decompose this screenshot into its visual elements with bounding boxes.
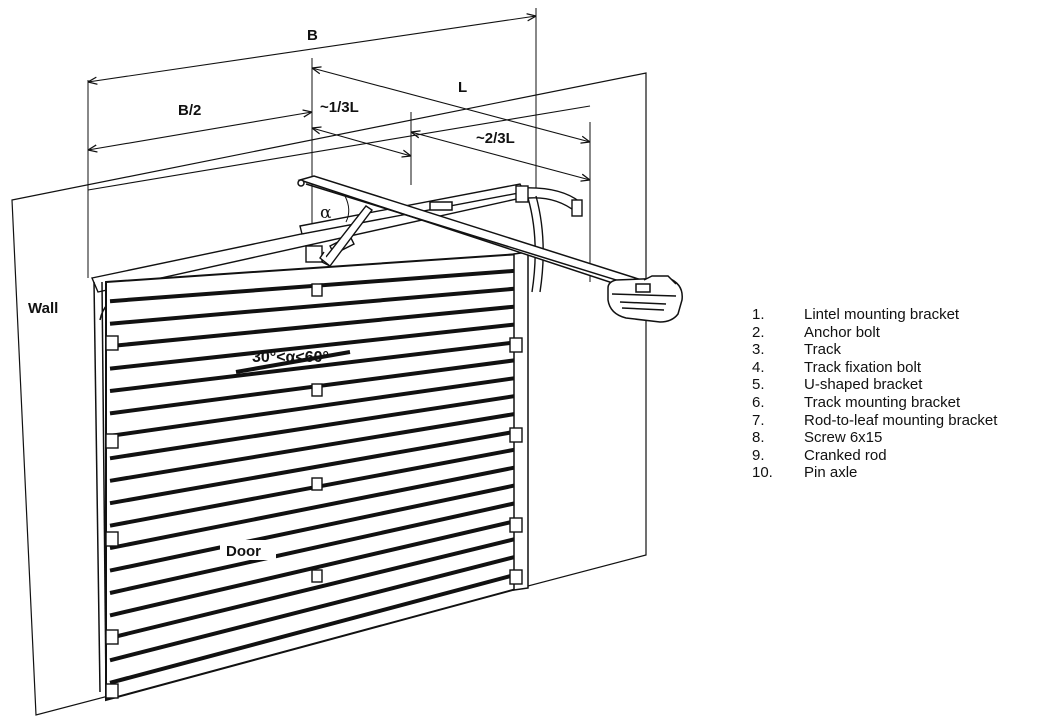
legend-number: 8. xyxy=(752,429,765,447)
angle-range-underline xyxy=(235,350,351,374)
legend-number: 4. xyxy=(752,358,765,376)
dimension-third-l-label: ~1/3L xyxy=(320,99,359,116)
dimension-l-line xyxy=(312,68,590,142)
legend-item: 5. U-shaped bracket xyxy=(752,376,997,394)
legend-number: 9. xyxy=(752,446,765,464)
legend-number: 1. xyxy=(752,306,765,323)
dimension-b-half-label: B/2 xyxy=(178,102,201,119)
right-frame xyxy=(515,185,583,217)
dimension-l-label: L xyxy=(458,79,467,96)
legend-item: 10. Pin axle xyxy=(752,464,997,482)
legend-text: Track fixation bolt xyxy=(804,358,921,376)
dimension-two-third-l-line xyxy=(411,132,590,180)
legend-item: 6. Track mounting bracket xyxy=(752,394,997,412)
angle-symbol: α xyxy=(320,203,332,223)
legend-item: 9. Cranked rod xyxy=(752,447,997,465)
cranked-rod xyxy=(319,205,374,267)
legend-text: Track mounting bracket xyxy=(804,393,961,411)
parts-legend: 1.Lintel mounting bracket 2.Anchor bolt … xyxy=(752,306,997,482)
legend-number: 6. xyxy=(752,393,765,411)
legend-text: Rod-to-leaf mounting bracket xyxy=(804,411,998,429)
dimension-b-label: B xyxy=(307,27,318,44)
legend-item: 4. Track fixation bolt xyxy=(752,359,997,377)
door-panel-groove xyxy=(109,322,515,371)
legend-text: Anchor bolt xyxy=(804,323,880,341)
l-reference-line xyxy=(87,105,591,191)
door-panel-groove xyxy=(109,519,515,618)
legend-number: 7. xyxy=(752,411,765,429)
legend-item: 1. Lintel mounting bracket xyxy=(752,306,997,324)
legend-item: 2. Anchor bolt xyxy=(752,324,997,342)
door-panel-groove xyxy=(109,412,515,483)
dimension-lines xyxy=(87,16,591,191)
door-label-background xyxy=(220,540,276,560)
dimension-b-line xyxy=(88,16,536,82)
legend-item: 7. Rod-to-leaf mounting bracket xyxy=(752,412,997,430)
door-panel-groove xyxy=(109,573,515,685)
dimension-two-third-l-label: ~2/3L xyxy=(476,130,515,147)
dimension-third-l-line xyxy=(312,128,411,156)
legend-item: 8. Screw 6x15 xyxy=(752,429,997,447)
door-panel-groove xyxy=(109,483,515,573)
legend-number: 3. xyxy=(752,341,765,359)
door-panel-groove xyxy=(109,286,515,326)
operator-motor-unit xyxy=(607,275,683,323)
legend-text: Screw 6x15 xyxy=(804,429,883,447)
legend-text: Pin axle xyxy=(804,464,858,482)
door-panel-groove xyxy=(109,376,515,438)
door-panel-groove xyxy=(109,555,515,663)
door-label: Door xyxy=(226,543,261,560)
door-panel-groove xyxy=(109,501,515,595)
legend-text: Track xyxy=(804,341,841,359)
legend-text: Cranked rod xyxy=(804,446,887,464)
door-hinges xyxy=(105,283,523,699)
door-panel-groove xyxy=(109,304,515,349)
legend-number: 2. xyxy=(752,323,765,341)
legend-text: Lintel mounting bracket xyxy=(804,306,960,323)
angle-range-label: 30°<α<60° xyxy=(252,349,329,366)
door-panel-groove xyxy=(109,394,515,461)
legend-number: 5. xyxy=(752,376,765,394)
legend-text: U-shaped bracket xyxy=(804,376,923,394)
legend-number: 10. xyxy=(752,464,773,482)
legend-item: 3. Track xyxy=(752,341,997,359)
door-panel-groove xyxy=(109,537,515,640)
door-panel-groove xyxy=(109,429,515,506)
door-panel-groove xyxy=(109,340,515,393)
dimension-b-half-line xyxy=(88,112,312,150)
door-panel-groove xyxy=(109,465,515,551)
angle-arc xyxy=(344,195,350,223)
wall-label: Wall xyxy=(28,300,58,317)
